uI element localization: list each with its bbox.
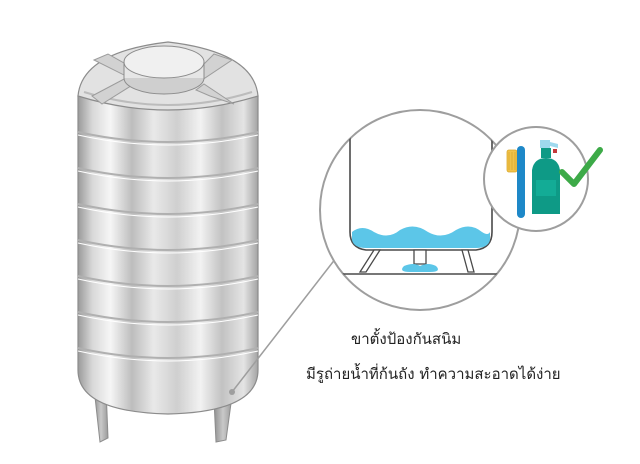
zoom-pointer-line [231, 257, 337, 393]
tank-bottom-drain-icon [319, 109, 521, 311]
zoom-pointer-dot [229, 389, 235, 395]
spray-bottle-icon [532, 140, 560, 214]
stainless-water-tank-icon [77, 41, 259, 443]
cleaning-brush-icon [506, 146, 525, 218]
check-mark-icon [559, 147, 603, 187]
cleaning-tools-badge [483, 126, 589, 232]
caption-bottom-drain: มีรูถ่ายน้ำที่ก้นถัง ทำความสะอาดได้ง่าย [306, 365, 561, 383]
caption-rust-proof-legs: ขาตั้งป้องกันสนิม [351, 330, 462, 348]
